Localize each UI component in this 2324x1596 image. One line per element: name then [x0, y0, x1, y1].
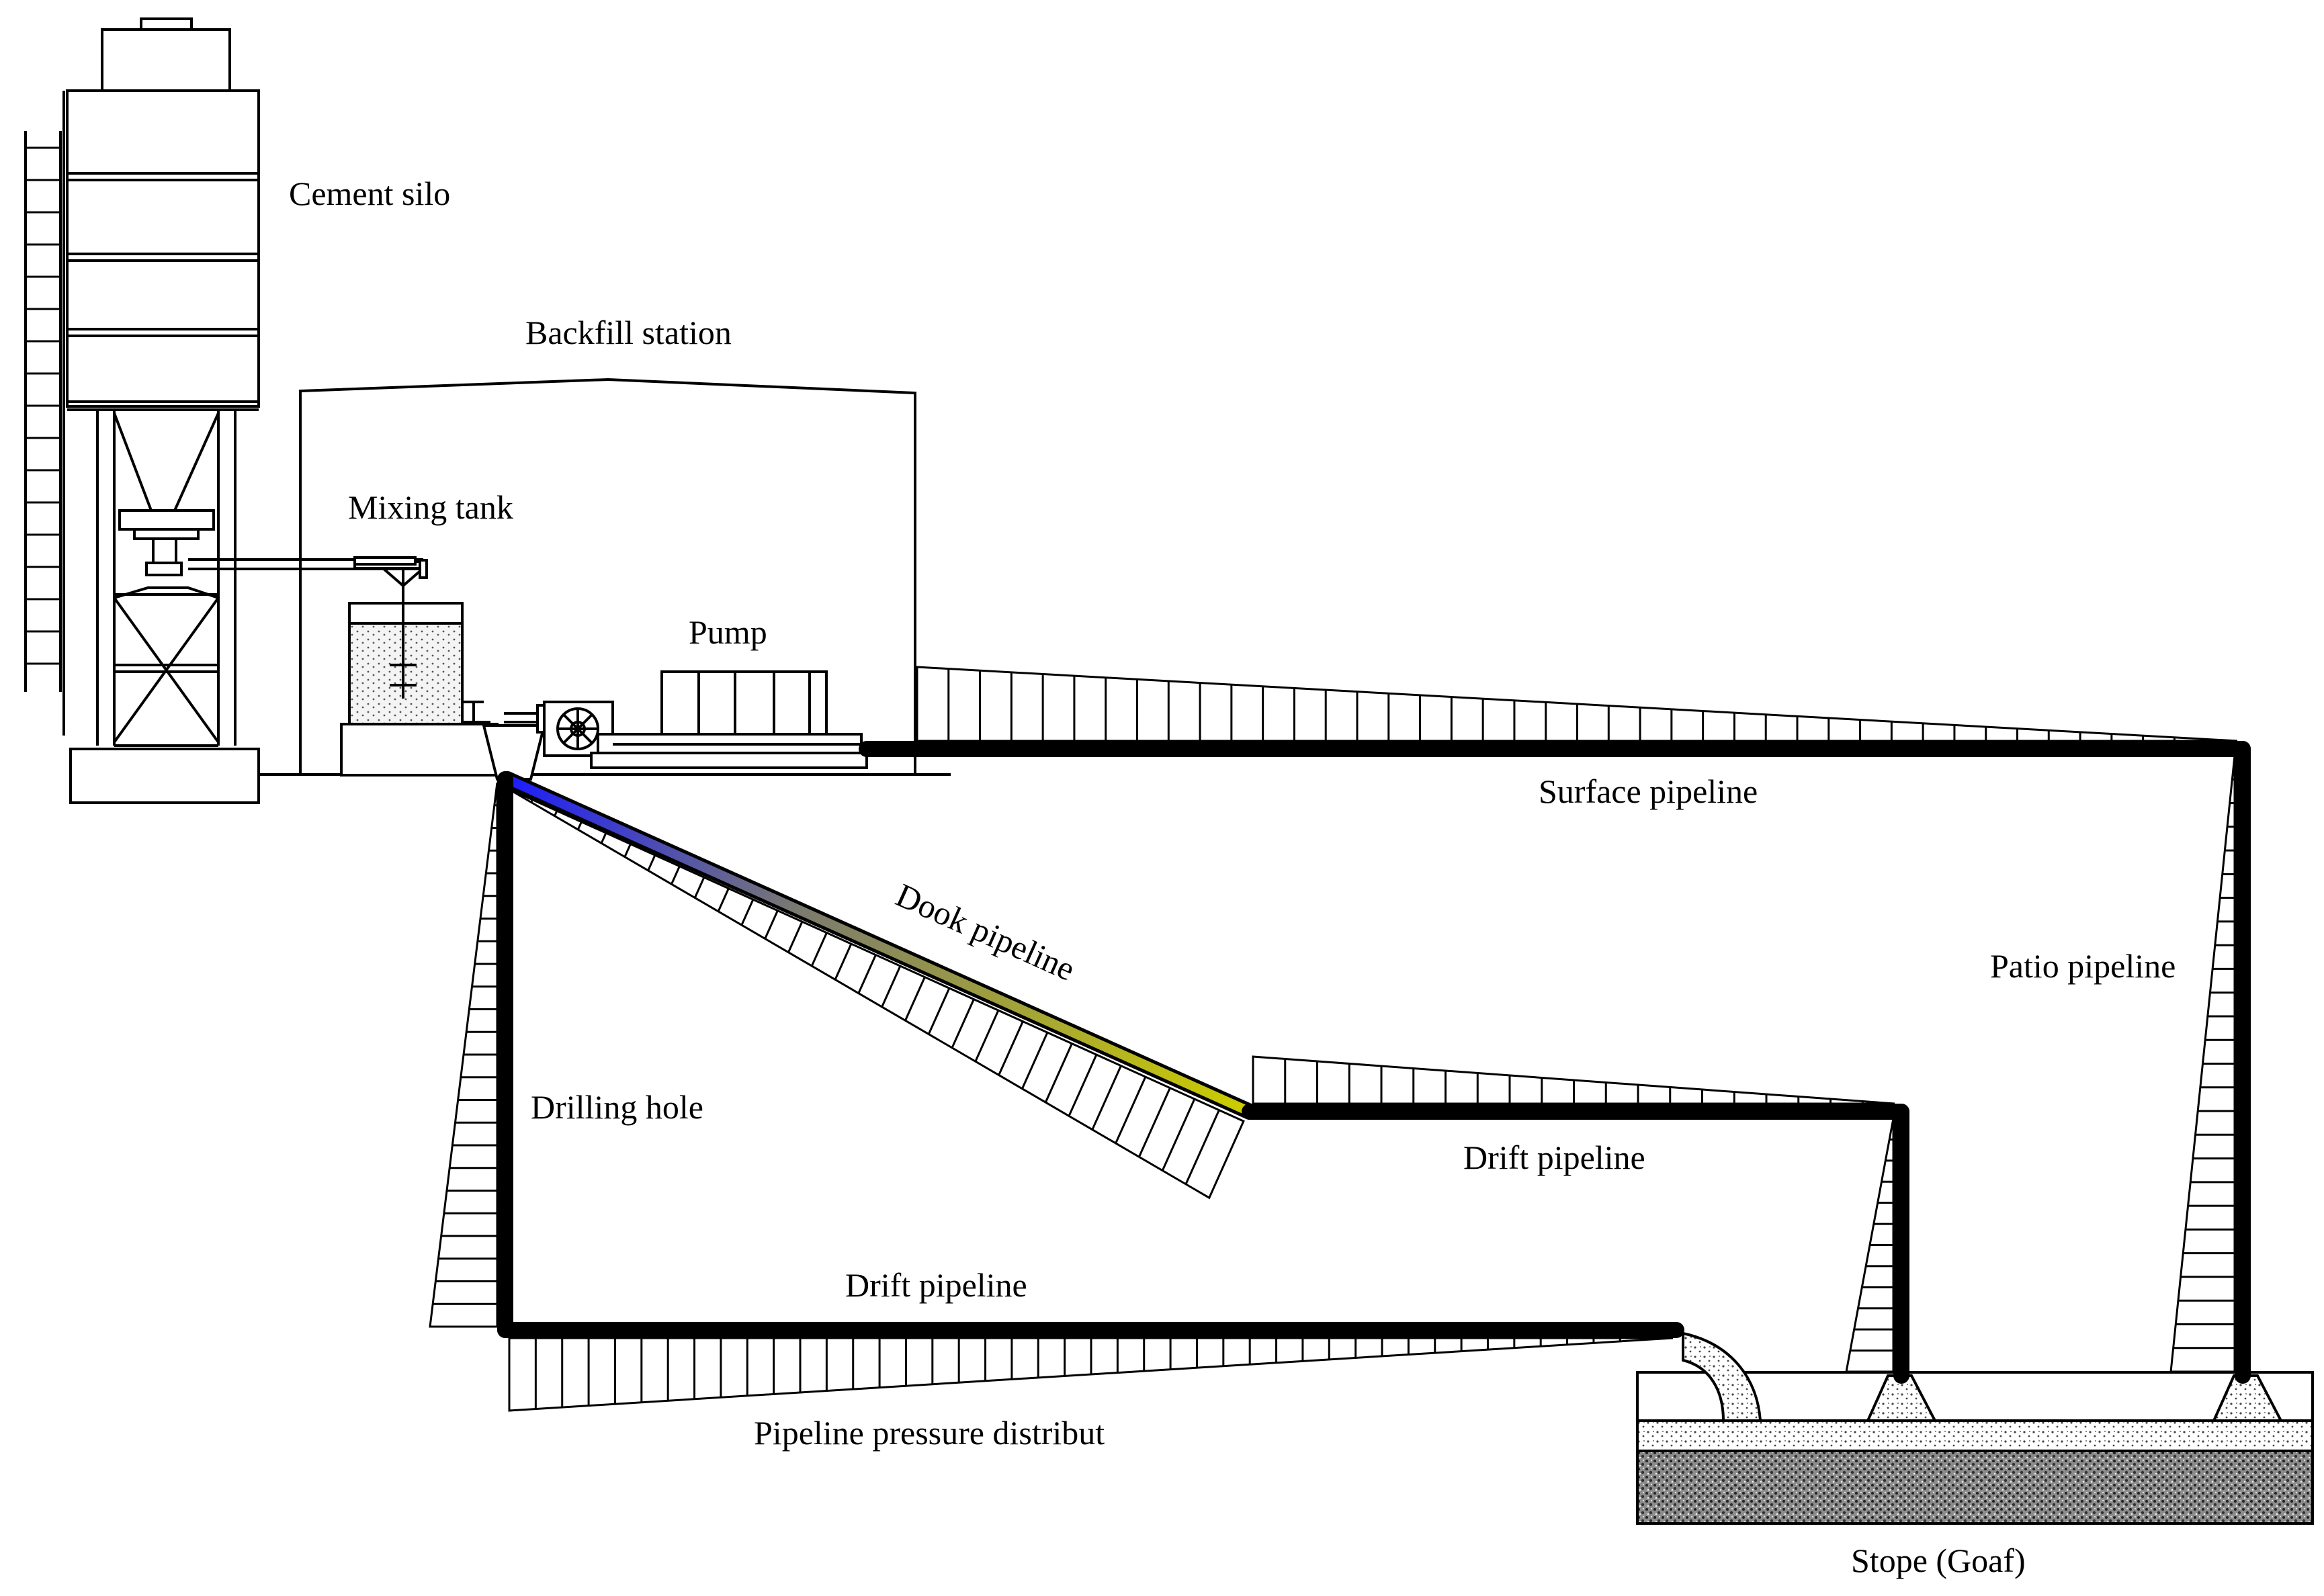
surface-pipeline-label: Surface pipeline — [1539, 772, 1758, 810]
pipeline-pressure-distribution — [429, 666, 2238, 1412]
cement-silo — [24, 17, 260, 804]
pump-label: Pump — [689, 613, 767, 651]
pressure-hatch-line — [717, 888, 730, 912]
pressure-hatch-line — [764, 910, 779, 940]
pressure-hatch-line — [904, 977, 926, 1021]
pressure-hatch-line — [600, 832, 607, 844]
drift-pipeline-lower-label: Drift pipeline — [845, 1266, 1027, 1304]
dook-pipeline — [503, 774, 1254, 1116]
drift-pipeline-upper-label: Drift pipeline — [1463, 1139, 1645, 1176]
pressure-hatch-line — [1115, 1076, 1147, 1144]
pressure-hatch-line — [974, 1010, 1000, 1062]
pressure-hatch-line — [693, 877, 705, 899]
pressure-hatch-line — [951, 999, 975, 1049]
pressure-hatch-line — [834, 943, 853, 980]
pressure-hatch-line — [1161, 1098, 1196, 1171]
pressure-hatch-line — [998, 1021, 1024, 1076]
pressure-hatch-line — [530, 799, 533, 803]
drilling-hole-label: Drilling hole — [531, 1088, 703, 1126]
pipes — [497, 741, 2251, 1384]
pressure-hatch-line — [1068, 1054, 1098, 1117]
stope-label: Stope (Goaf) — [1851, 1542, 2026, 1579]
discharge-hopper — [464, 701, 548, 781]
pressure-hatch-line — [740, 899, 755, 926]
pressure-hatch-line — [857, 955, 877, 994]
pump — [543, 670, 868, 769]
pressure-hatch-line — [671, 866, 681, 885]
pressure-hatch-line — [1138, 1088, 1171, 1157]
mixing-tank — [340, 556, 499, 777]
pressure-hatch-line — [810, 932, 828, 967]
pressure-hatch-line — [576, 822, 583, 830]
pressure-hatch-line — [1091, 1065, 1122, 1130]
pressure-hatch-line — [881, 965, 902, 1008]
cement-silo-label: Cement silo — [289, 175, 450, 212]
dook-pressure-wedge — [507, 787, 1245, 1200]
backfill-station-label: Backfill station — [525, 314, 732, 351]
pressure-hatch-line — [1044, 1043, 1073, 1103]
pressure-hatch-line — [623, 844, 632, 858]
silo-ladder-rungs — [26, 146, 60, 665]
mixing-tank-label: Mixing tank — [348, 488, 513, 526]
pressure-hatch-line — [647, 854, 656, 871]
pressure-hatch-line — [1185, 1110, 1220, 1185]
pressure-hatch-line — [927, 987, 951, 1035]
stope-goaf — [1636, 1331, 2314, 1525]
pipeline-pressure-label: Pipeline pressure distribut — [754, 1414, 1105, 1452]
pressure-hatch-line — [554, 810, 558, 817]
pressure-hatch-line — [1021, 1032, 1049, 1090]
pressure-hatch-line — [787, 921, 804, 953]
patio-pipeline-label: Patio pipeline — [1990, 947, 2176, 985]
